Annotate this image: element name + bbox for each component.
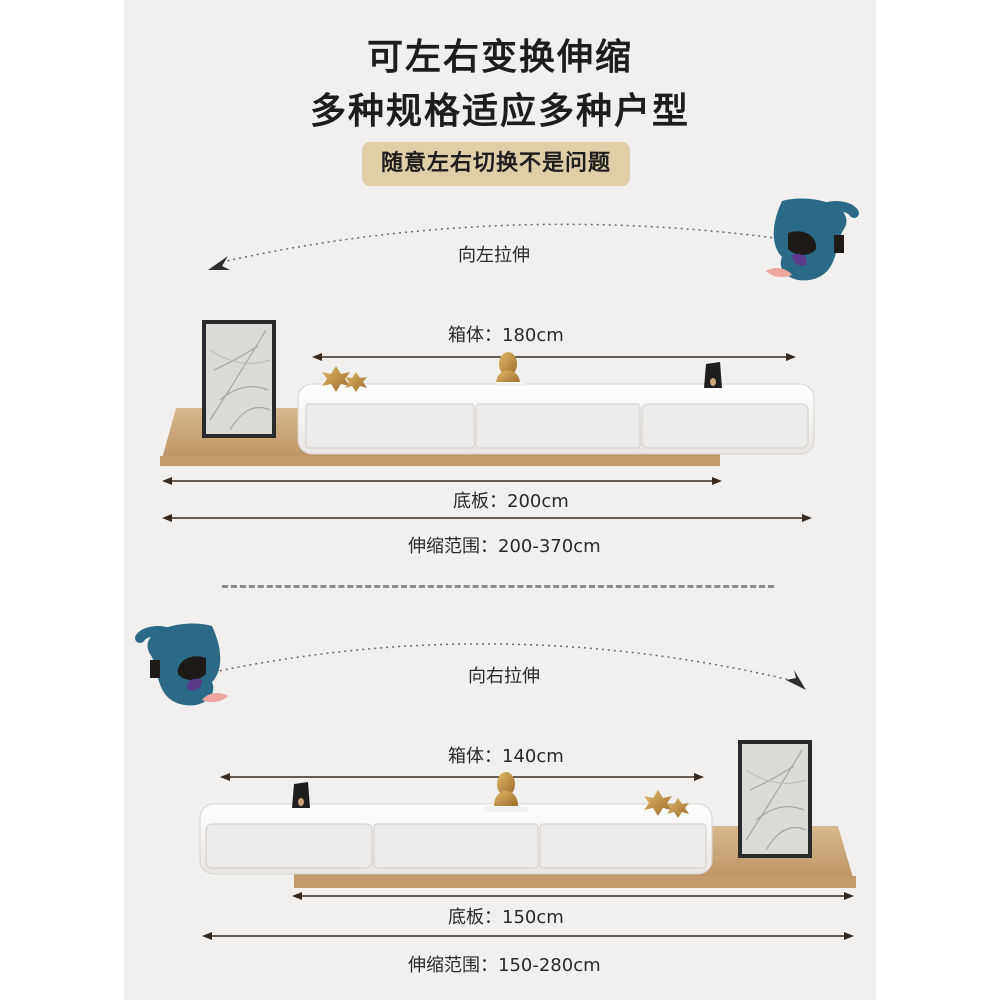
top-cabinet-label: 箱体：180cm bbox=[448, 325, 564, 346]
title-line-2: 多种规格适应多种户型 bbox=[309, 91, 690, 132]
top-direction-label: 向左拉伸 bbox=[458, 245, 530, 266]
bottom-framed-artwork bbox=[738, 740, 812, 858]
top-framed-artwork bbox=[202, 320, 276, 438]
pulling-hand-icon bbox=[766, 198, 859, 281]
slogan-badge: 随意左右切换不是问题 bbox=[362, 142, 630, 186]
right-arrow-icon bbox=[786, 670, 806, 690]
top-motion-arc bbox=[221, 223, 791, 263]
pulling-hand-icon bbox=[135, 623, 228, 706]
top-tv-cabinet bbox=[297, 383, 815, 455]
bottom-gold-figurine bbox=[484, 772, 528, 812]
top-base-label: 底板：200cm bbox=[453, 491, 569, 512]
section-divider bbox=[222, 585, 774, 588]
left-arrow-icon bbox=[208, 256, 230, 270]
bottom-tv-cabinet bbox=[199, 803, 713, 875]
bottom-black-vase bbox=[292, 782, 310, 808]
title-line-1: 可左右变换伸缩 bbox=[366, 37, 633, 78]
bottom-star-ornaments bbox=[644, 790, 689, 818]
top-gold-figurine bbox=[496, 352, 524, 386]
top-black-vase bbox=[704, 362, 722, 388]
bottom-direction-label: 向右拉伸 bbox=[468, 666, 540, 687]
bottom-cabinet-label: 箱体：140cm bbox=[448, 746, 564, 767]
top-range-label: 伸缩范围：200-370cm bbox=[408, 536, 601, 557]
top-star-ornaments bbox=[322, 366, 367, 392]
bottom-range-label: 伸缩范围：150-280cm bbox=[408, 955, 601, 976]
bottom-base-label: 底板：150cm bbox=[448, 907, 564, 928]
bottom-motion-arc bbox=[213, 643, 791, 681]
